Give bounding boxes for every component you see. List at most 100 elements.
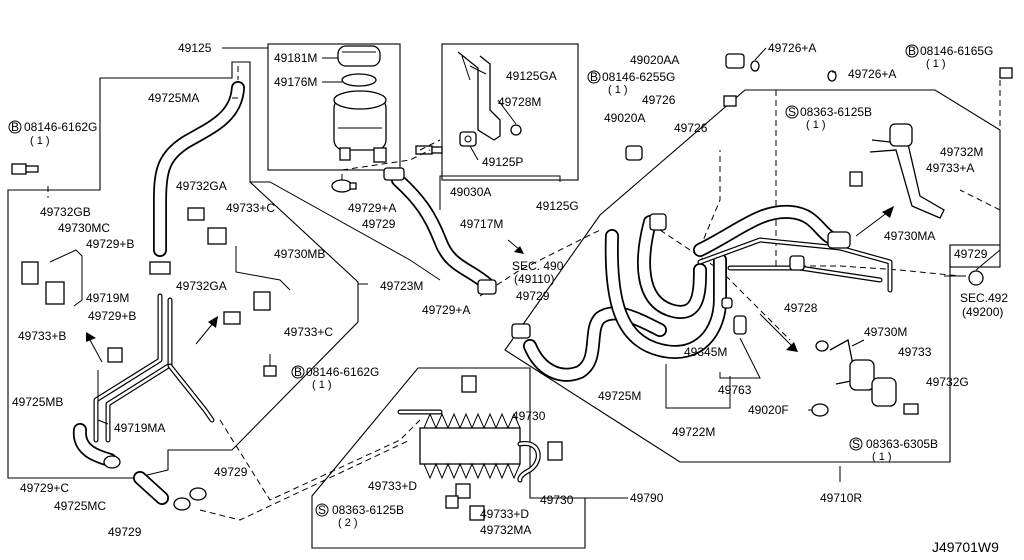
pressure-hoses-right xyxy=(604,204,893,359)
label-49790: 49790 xyxy=(630,491,664,505)
label-49729-bottom-left: 49729 xyxy=(108,525,142,539)
label-bolt-bottom-qty: ( 2 ) xyxy=(338,517,358,529)
arrow-up-right xyxy=(195,321,215,345)
label-49125P: 49125P xyxy=(482,155,523,169)
label-49733A: 49733+A xyxy=(926,161,974,175)
label-49732GB: 49732GB xyxy=(40,205,91,219)
label-bolt-center: 08146-6255G xyxy=(602,70,675,84)
bolt-symbol-left: B xyxy=(11,120,19,134)
dash-leader-8 xyxy=(699,150,721,249)
label-bolt-bottom: 08363-6125B xyxy=(332,503,404,517)
label-49730MC: 49730MC xyxy=(58,221,110,235)
cap-gasket xyxy=(341,73,377,87)
clamp-brackets-left xyxy=(21,207,291,425)
bolt-symbol-right-top: B xyxy=(908,44,916,58)
label-49732MA: 49732MA xyxy=(480,523,531,537)
banjo-fittings xyxy=(625,53,851,417)
label-49725MC: 49725MC xyxy=(54,499,106,513)
label-49733: 49733 xyxy=(898,345,932,359)
label-49020F: 49020F xyxy=(748,403,789,417)
label-49729B-top: 49729+B xyxy=(86,237,134,251)
cooler-brackets xyxy=(445,375,563,521)
label-49728: 49728 xyxy=(784,301,818,315)
dash-leader-6 xyxy=(419,139,441,151)
label-49020AA: 49020AA xyxy=(630,53,679,67)
label-49726-1: 49726 xyxy=(642,93,676,107)
label-49125G: 49125G xyxy=(536,199,579,213)
label-49730M: 49730M xyxy=(864,325,907,339)
label-49710R: 49710R xyxy=(820,491,862,505)
label-49732G: 49732G xyxy=(926,375,969,389)
label-sec490-sub: (49110) xyxy=(514,272,554,286)
label-49719MA: 49719MA xyxy=(114,421,165,435)
label-49722M: 49722M xyxy=(672,425,715,439)
return-hose-49725MA xyxy=(153,81,245,257)
label-49345M: 49345M xyxy=(684,345,727,359)
bolt-mid-icon xyxy=(263,354,277,377)
label-bolt-left: 08146-6162G xyxy=(24,120,97,134)
bolt-symbol-mid: B xyxy=(294,365,302,379)
arrow-up-left xyxy=(89,339,103,363)
clamp-49729-lower xyxy=(103,455,207,511)
label-49723M: 49723M xyxy=(380,279,423,293)
label-bolt-mid-qty: ( 1 ) xyxy=(312,379,332,391)
leader-49722M xyxy=(665,364,731,409)
label-49729-right: 49729 xyxy=(954,247,988,261)
left-assembly-outline xyxy=(7,61,359,479)
label-49730-low: 49730 xyxy=(540,493,574,507)
label-sec492: SEC.492 xyxy=(960,291,1008,305)
reservoir-box xyxy=(267,43,401,171)
hose-49717M xyxy=(391,173,495,292)
dash-leader-5 xyxy=(341,149,431,180)
sec492-clip xyxy=(968,270,984,286)
tube-49719M xyxy=(93,293,173,443)
dash-leader-9 xyxy=(775,90,961,277)
label-49726-2: 49726 xyxy=(674,121,708,135)
dash-leader-10 xyxy=(959,80,1001,211)
label-49725M: 49725M xyxy=(598,389,641,403)
label-bolt-mid: 08146-6162G xyxy=(306,365,379,379)
bracket-nut xyxy=(459,131,477,147)
bracket-bolt xyxy=(510,124,522,136)
label-49732M: 49732M xyxy=(940,145,983,159)
screw-symbol-bottom: S xyxy=(318,503,326,517)
label-49030A: 49030A xyxy=(450,185,491,199)
label-49725MB: 49725MB xyxy=(12,395,63,409)
label-49729-sec: 49729 xyxy=(516,289,550,303)
label-49729A-top: 49729+A xyxy=(348,201,396,215)
label-49125: 49125 xyxy=(178,41,212,55)
label-screw-right: 08363-6125B xyxy=(800,105,872,119)
clamp-assembly-49733 xyxy=(829,338,919,415)
tube-49719MA xyxy=(167,363,215,423)
bracket-bolt-lower xyxy=(415,145,443,155)
bracket-box xyxy=(441,43,579,181)
label-49125GA: 49125GA xyxy=(506,69,557,83)
label-49729B-mid: 49729+B xyxy=(88,309,136,323)
bracket-group-line xyxy=(439,175,561,210)
label-49176M: 49176M xyxy=(274,75,317,89)
label-49717M: 49717M xyxy=(460,217,503,231)
label-49020A: 49020A xyxy=(604,111,645,125)
label-screw-right-qty: ( 1 ) xyxy=(806,119,826,131)
sec492-box xyxy=(949,244,1001,268)
label-bolt-right-top-qty: ( 1 ) xyxy=(926,58,946,70)
tank-group-line xyxy=(250,181,441,281)
label-49730MA: 49730MA xyxy=(884,229,935,243)
label-49719M: 49719M xyxy=(86,291,129,305)
right-assembly-outline xyxy=(504,89,1001,463)
bolt-symbol-center: B xyxy=(590,70,598,84)
screw-symbol-bottom-right: S xyxy=(852,437,860,451)
label-49733D-right: 49733+D xyxy=(480,507,529,521)
label-49726A-2: 49726+A xyxy=(848,67,896,81)
label-49726A-1: 49726+A xyxy=(768,41,816,55)
cooler-box xyxy=(311,367,586,549)
label-sec492-sub: (49200) xyxy=(962,305,1003,319)
label-49732GA-mid: 49732GA xyxy=(176,279,227,293)
leader-49763 xyxy=(719,337,761,379)
label-49733C-mid: 49733+C xyxy=(284,325,333,339)
label-screw-bottom-right: 08363-6305B xyxy=(866,437,938,451)
label-49728M: 49728M xyxy=(498,95,541,109)
label-49181M: 49181M xyxy=(274,51,317,65)
arrow-upper-right xyxy=(855,211,889,237)
label-sec490: SEC. 490 xyxy=(512,259,564,273)
